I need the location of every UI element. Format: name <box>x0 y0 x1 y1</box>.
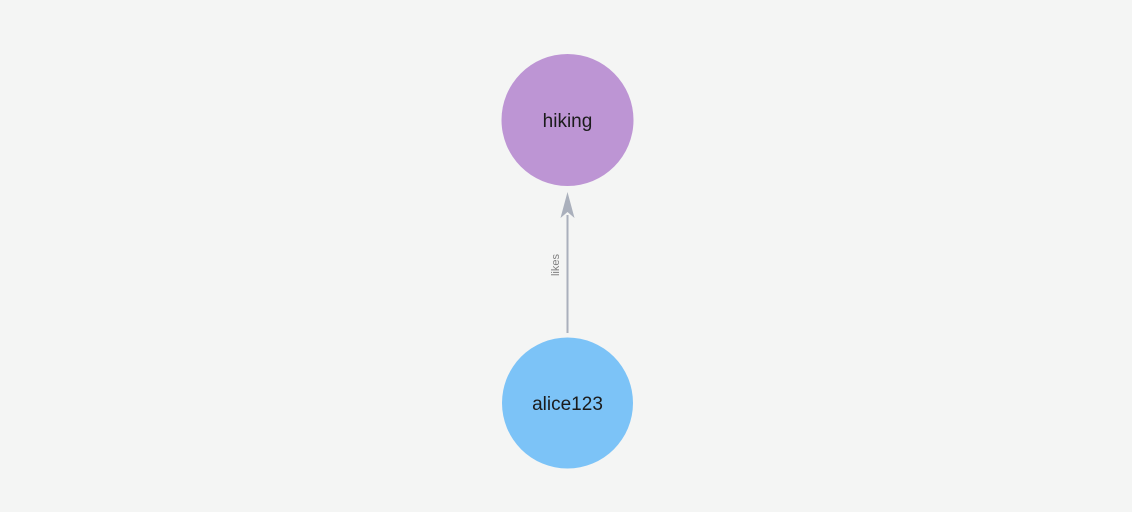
arrowhead-icon <box>560 192 575 218</box>
node-circle-alice123[interactable] <box>502 337 633 469</box>
graph-node-alice123[interactable]: alice123 <box>502 337 633 469</box>
edge-label-likes: likes <box>550 254 562 277</box>
graph-edge-alice123-likes-hiking[interactable]: likes <box>550 192 575 333</box>
node-circle-hiking[interactable] <box>501 54 634 186</box>
graph-node-hiking[interactable]: hiking <box>501 54 634 186</box>
